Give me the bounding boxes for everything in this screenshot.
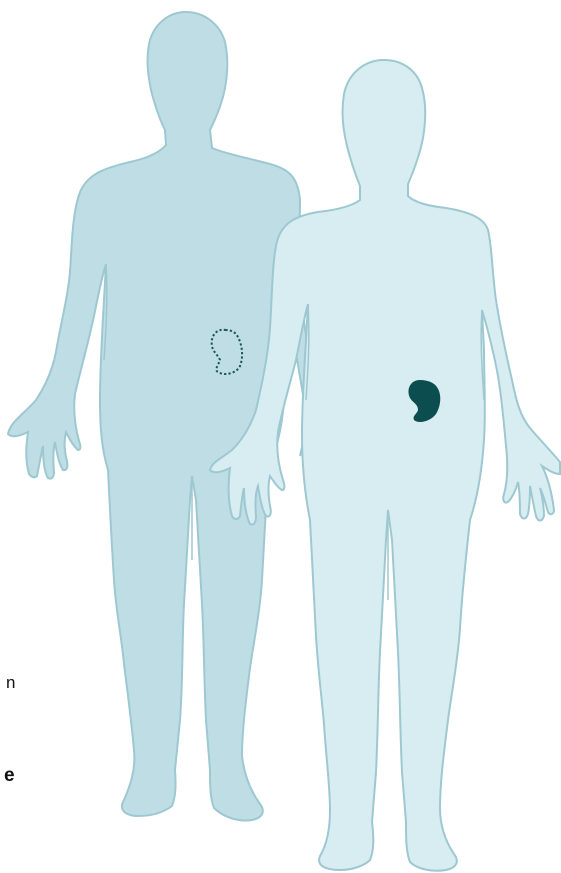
cropped-caption-text-2: e — [4, 766, 15, 785]
cropped-caption-text-1: n — [6, 674, 15, 691]
